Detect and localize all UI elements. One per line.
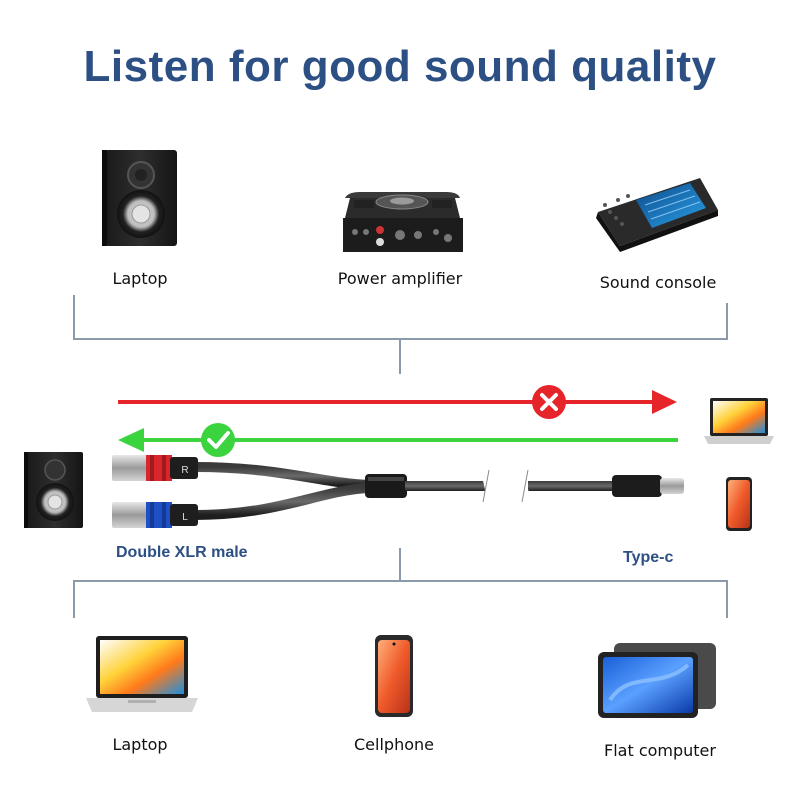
laptop-icon-small [704,398,774,444]
bottom-label-laptop: Laptop [112,735,168,754]
top-label-speaker: Laptop [112,269,168,288]
cellphone-icon-small [726,477,752,531]
plug-mark-l: L [182,512,188,523]
tablet-icon [598,643,716,718]
top-bracket-left [73,295,75,340]
bottom-label-cellphone: Cellphone [354,735,434,754]
typec-label: Type-c [623,549,674,566]
red-arrow-no-transmit [118,390,677,414]
bottom-bracket-bar [73,580,728,582]
bottom-bracket-stem [399,548,401,582]
top-bracket-stem [399,338,401,374]
power-amplifier-icon [343,192,463,252]
plug-mark-r: R [181,465,188,476]
xlr-label: Double XLR male [116,544,248,561]
page-title: Listen for good sound quality [83,42,717,91]
xlr-to-typec-cable [112,455,684,528]
top-label-power-amplifier: Power amplifier [337,269,463,288]
cross-icon [532,385,566,419]
check-icon [201,423,235,457]
studio-speaker-icon-middle [24,452,83,528]
bottom-bracket-right [726,580,728,618]
top-bracket-right [726,303,728,340]
bottom-bracket-left [73,580,75,618]
laptop-icon [86,636,198,712]
studio-speaker-icon [102,150,177,246]
top-label-sound-console: Sound console [599,273,717,292]
bottom-label-flat-computer: Flat computer [604,741,716,760]
sound-console-icon [596,178,718,252]
cellphone-icon [375,635,413,717]
